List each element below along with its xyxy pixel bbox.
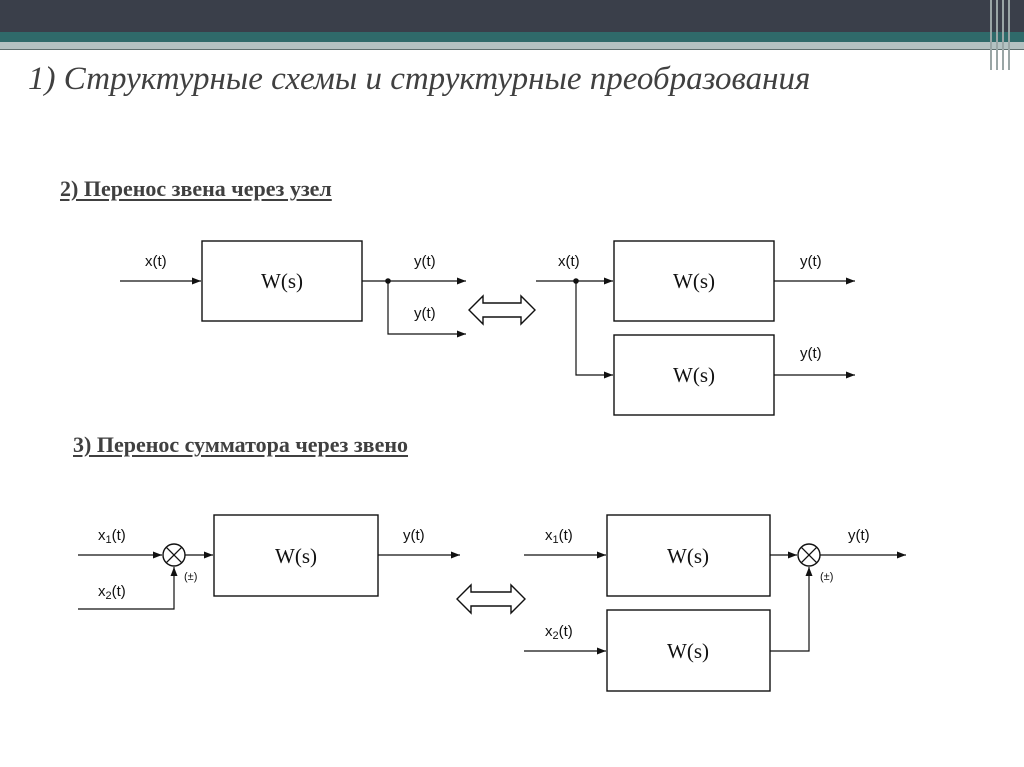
branch-arrow (575, 281, 613, 379)
input-1-suffix: (t) (112, 527, 126, 544)
sign-label: (±) (820, 571, 833, 583)
transfer-block-2 (613, 334, 775, 416)
input-1-label: x1(t) (98, 527, 126, 546)
diagram2-left: x(t) W(s) y(t) y(t) (120, 240, 466, 338)
diagram3-right: x1(t) W(s) x2(t) W(s) (±) y(t) (524, 514, 906, 692)
output-label: y(t) (403, 527, 425, 544)
input-2-label: x2(t) (545, 623, 573, 642)
slide-title: 1) Структурные схемы и структурные преоб… (28, 61, 811, 97)
input-2-arrow (78, 567, 178, 610)
block-label-2: W(s) (667, 639, 709, 663)
input-1-label: x1(t) (545, 527, 573, 546)
input-label: x(t) (145, 253, 167, 270)
block-2-output-arrow (770, 567, 813, 652)
output-label-2: y(t) (800, 345, 822, 362)
block-label-2: W(s) (673, 363, 715, 387)
summing-junction (162, 543, 186, 567)
input-1-suffix: (t) (559, 527, 573, 544)
output-label-1: y(t) (414, 253, 436, 270)
equivalence-arrow (456, 583, 526, 615)
diagram2-right: x(t) W(s) W(s) y(t) y(t) (536, 240, 855, 416)
sign-label: (±) (184, 571, 197, 583)
header-divider (0, 49, 1024, 50)
input-2-subscript: 2 (553, 630, 559, 642)
output-label-1: y(t) (800, 253, 822, 270)
input-2-suffix: (t) (559, 623, 573, 640)
block-label: W(s) (275, 544, 317, 568)
section-3-heading: 3) Перенос сумматора через звено (73, 432, 409, 457)
block-label-1: W(s) (673, 269, 715, 293)
header-bar (0, 0, 1024, 32)
summing-junction (797, 543, 821, 567)
input-2-symbol: x (98, 583, 106, 600)
input-label: x(t) (558, 253, 580, 270)
transfer-block (201, 240, 363, 322)
output-label: y(t) (848, 527, 870, 544)
header-light-stripe (0, 42, 1024, 49)
input-1-symbol: x (98, 527, 106, 544)
input-2-label: x2(t) (98, 583, 126, 602)
header-accent-stripe (0, 32, 1024, 42)
input-2-suffix: (t) (112, 583, 126, 600)
branch-arrow (387, 281, 466, 338)
input-2-subscript: 2 (106, 590, 112, 602)
equivalence-arrow (468, 294, 536, 326)
header-decoration (990, 0, 1012, 70)
transfer-block (213, 514, 379, 597)
section-2-heading: 2) Перенос звена через узел (60, 176, 332, 201)
transfer-block-1 (606, 514, 771, 597)
input-1-symbol: x (545, 527, 553, 544)
input-1-subscript: 1 (553, 534, 559, 546)
transfer-block-1 (613, 240, 775, 322)
input-2-symbol: x (545, 623, 553, 640)
diagram3-left: x1(t) x2(t) (±) W(s) y(t) (78, 514, 460, 610)
block-label-1: W(s) (667, 544, 709, 568)
output-label-2: y(t) (414, 305, 436, 322)
input-1-subscript: 1 (106, 534, 112, 546)
transfer-block-2 (606, 609, 771, 692)
block-label: W(s) (261, 269, 303, 293)
